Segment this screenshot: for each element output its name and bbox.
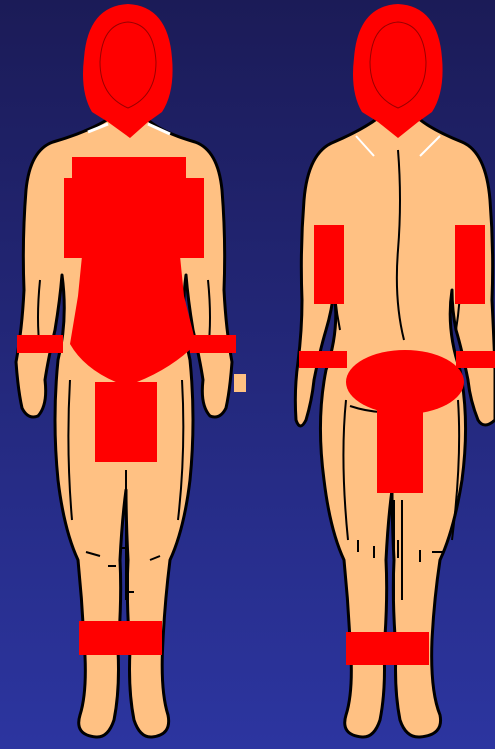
front-chest-highlight [72, 157, 186, 181]
back-head-highlight [353, 4, 443, 138]
back-ankle-highlight [346, 632, 429, 665]
back-left-wrist-highlight [299, 351, 347, 368]
front-right-wrist-highlight [190, 335, 236, 353]
back-figure [295, 4, 495, 737]
back-right-wrist-highlight [456, 351, 495, 368]
front-groin-highlight [95, 382, 157, 462]
front-figure [16, 4, 246, 737]
front-left-wrist-highlight [17, 335, 63, 353]
front-hand-patch [234, 374, 246, 392]
back-right-upper-arm-highlight [455, 225, 485, 304]
back-thighs-highlight [377, 404, 423, 493]
front-left-hand-patch [34, 362, 44, 376]
front-upper-torso-highlight [64, 178, 204, 258]
front-ankle-highlight [79, 621, 162, 655]
back-left-upper-arm-highlight [314, 225, 344, 304]
front-head-highlight [83, 4, 173, 138]
